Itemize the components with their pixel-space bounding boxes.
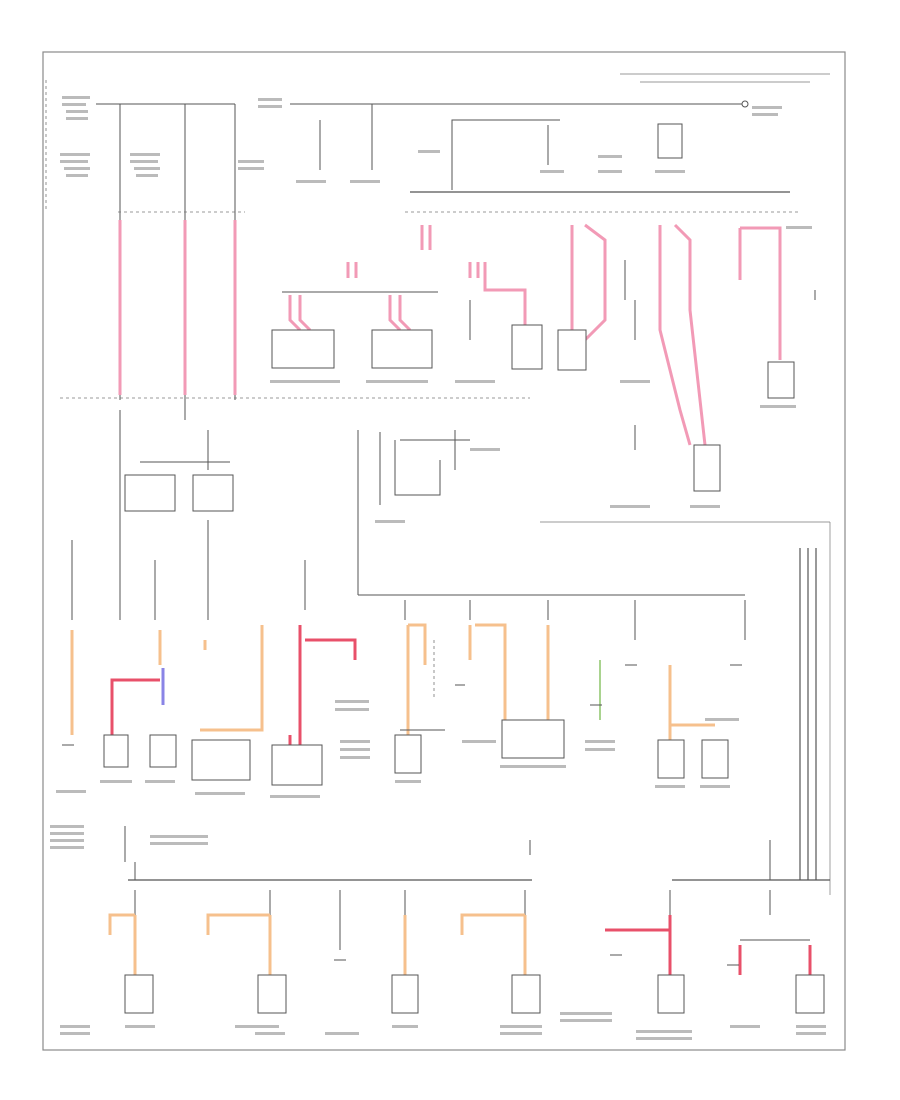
middle-feeds	[71, 410, 817, 880]
top-power-feeds	[96, 73, 830, 420]
bottom-drops	[134, 890, 810, 941]
component-box-icon	[371, 329, 433, 369]
component-box-icon	[511, 324, 543, 370]
top-labels	[60, 96, 812, 229]
lower-middle-wires	[70, 623, 715, 745]
middle-switches	[124, 430, 745, 596]
lower-middle-components	[56, 640, 739, 798]
ground-icons	[62, 664, 742, 966]
component-box-icon	[271, 329, 335, 369]
diagram-frame	[42, 51, 846, 1051]
component-box-icon	[767, 361, 795, 399]
upper-components	[60, 260, 831, 895]
bottom-bus	[50, 825, 830, 881]
component-box-icon	[557, 329, 587, 371]
bottom-components	[60, 974, 826, 1040]
component-box-icon	[693, 444, 721, 492]
bottom-wires	[108, 913, 812, 975]
upper-pink-wires	[118, 220, 782, 446]
